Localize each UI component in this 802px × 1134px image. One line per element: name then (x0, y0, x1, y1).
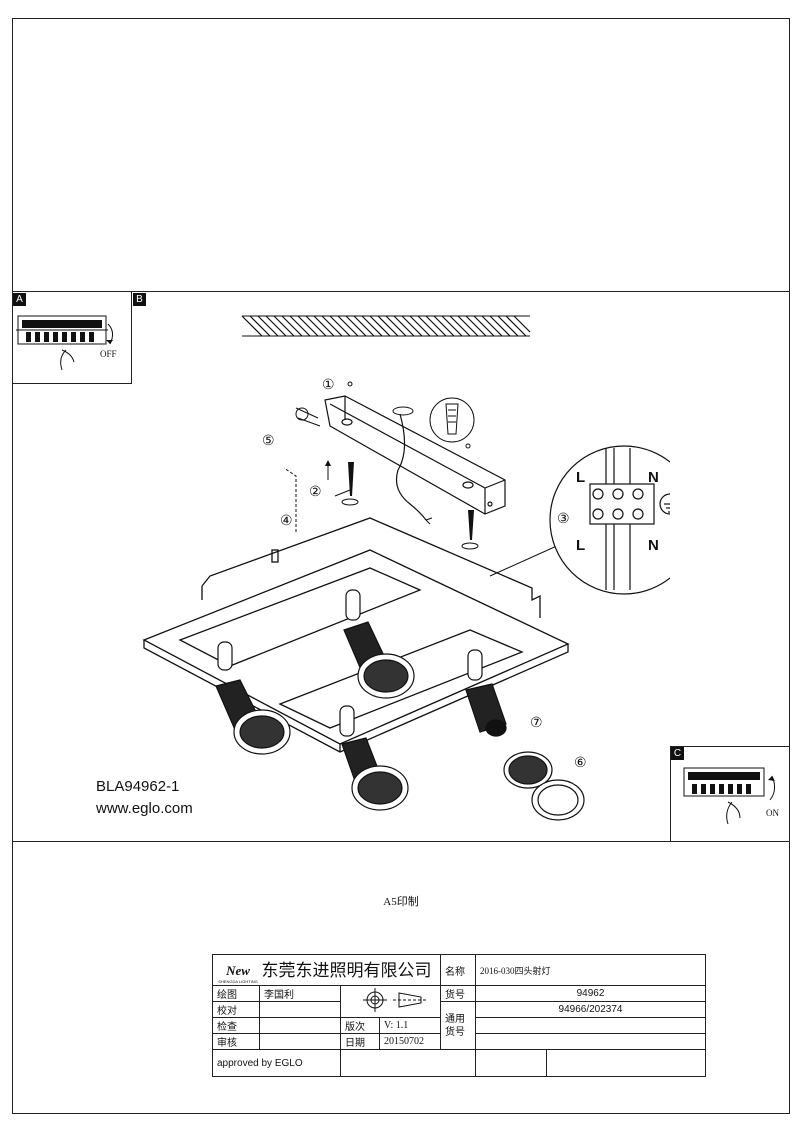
on-label: ON (766, 808, 779, 818)
company-name: 东莞东进照明有限公司 (261, 960, 432, 980)
print-note: A5印制 (383, 896, 419, 908)
label-b: B (133, 293, 146, 306)
assembly-drawing (142, 315, 670, 821)
bracket-screw (295, 407, 321, 427)
off-label: OFF (100, 349, 117, 359)
divider-bottom (12, 841, 790, 842)
divider-top (12, 291, 790, 292)
step-6: ⑥ (574, 754, 587, 770)
step-4: ④ (280, 512, 293, 528)
item-value: 94962 (475, 985, 706, 1002)
terminal-block-detail (549, 445, 670, 595)
step-5: ⑤ (262, 432, 275, 448)
step-1: ① (322, 376, 335, 392)
date-value: 20150702 (379, 1033, 441, 1050)
spotlight-1 (215, 641, 291, 755)
label-c: C (671, 747, 684, 760)
label-n-bottom: N (648, 537, 659, 554)
product-code: BLA94962-1 (96, 778, 180, 795)
step-7: ⑦ (530, 714, 543, 730)
inspect-label: 检查 (212, 1017, 260, 1034)
approved-blank-2 (475, 1049, 547, 1077)
label-l-top: L (576, 469, 586, 486)
check-value (259, 1001, 341, 1018)
drawn-label: 绘图 (212, 985, 260, 1002)
mounting-bracket (324, 395, 506, 515)
label-l-bottom: L (576, 537, 586, 554)
spotlight-4 (465, 649, 585, 821)
check-label: 校对 (212, 1001, 260, 1018)
panel-c (670, 746, 790, 841)
canopy-plate (142, 517, 570, 753)
approved-blank-1 (340, 1049, 476, 1077)
company-cell: New SHENGDA LIGHTING 东莞东进照明有限公司 (212, 954, 441, 986)
title-block: New SHENGDA LIGHTING 东莞东进照明有限公司 名称 2016-… (212, 954, 706, 1077)
common-value: 94966/202374 (475, 1001, 706, 1018)
label-a: A (13, 293, 26, 306)
name-label: 名称 (440, 954, 476, 986)
name-value: 2016-030四头射灯 (475, 954, 706, 986)
spotlight-2 (343, 589, 415, 699)
approved-text: approved by EGLO (212, 1049, 341, 1077)
panel-a (12, 292, 132, 384)
website: www.eglo.com (96, 800, 193, 817)
anchor-detail (429, 397, 475, 443)
version-value: V: 1.1 (379, 1017, 441, 1034)
common-value-3 (475, 1033, 706, 1050)
step-2: ② (309, 483, 322, 499)
company-logo: New SHENGDA LIGHTING (218, 963, 258, 985)
drawn-value: 李国利 (259, 985, 341, 1002)
approved-blank-3 (546, 1049, 706, 1077)
wall-screws (341, 462, 479, 550)
review-label: 审核 (212, 1033, 260, 1050)
step-3: ③ (557, 510, 570, 526)
common-value-2 (475, 1017, 706, 1034)
breaker-off-illustration (16, 315, 114, 371)
version-label: 版次 (340, 1017, 380, 1034)
label-n-top: N (648, 469, 659, 486)
item-label: 货号 (440, 985, 476, 1002)
projection-symbol (340, 985, 441, 1018)
common-label: 通用货号 (440, 1001, 476, 1050)
date-label: 日期 (340, 1033, 380, 1050)
spotlight-3 (339, 705, 409, 811)
wires (395, 413, 427, 521)
review-value (259, 1033, 341, 1050)
page-frame (12, 18, 790, 1114)
breaker-on-illustration (683, 767, 776, 825)
inspect-value (259, 1017, 341, 1034)
